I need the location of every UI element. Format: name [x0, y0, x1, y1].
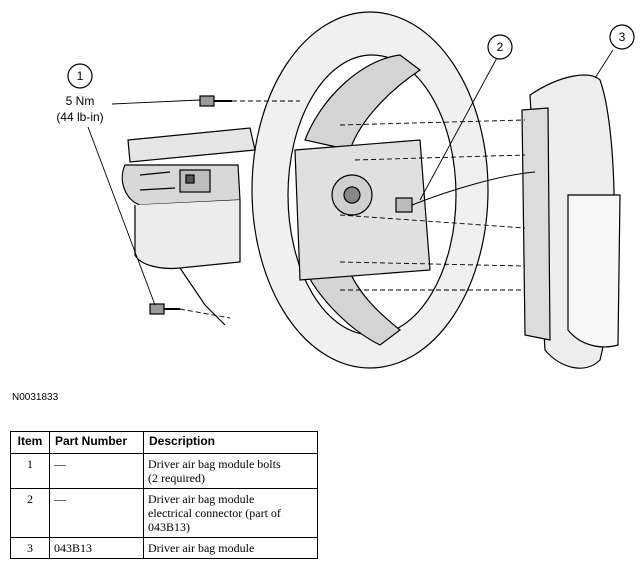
- torque-spec-lbin: (44 lb-in): [56, 110, 104, 124]
- steering-wheel: [251, 11, 489, 369]
- figure-id: N0031833: [12, 392, 59, 403]
- row-description: Driver air bag module bolts (2 required): [143, 453, 318, 489]
- header-item: Item: [10, 431, 50, 454]
- callout-circle-3: [609, 24, 635, 50]
- table-row: 3 043B13 Driver air bag module: [10, 537, 318, 559]
- description-line: electrical connector (part of: [148, 506, 281, 520]
- row-description: Driver air bag module: [143, 537, 318, 559]
- row-item: 2: [10, 488, 50, 538]
- description-line: (2 required): [148, 471, 205, 485]
- header-part-number: Part Number: [49, 431, 144, 454]
- steering-column: [121, 127, 256, 326]
- callout-number-2: 2: [496, 40, 504, 54]
- air-bag-module: [521, 74, 621, 369]
- parts-legend-table: Item Part Number Description 1 — Driver …: [10, 431, 318, 559]
- description-line: Driver air bag module: [148, 541, 255, 555]
- connector-wire: [411, 171, 536, 206]
- callout-number-1: 1: [76, 69, 84, 83]
- table-row: 1 — Driver air bag module bolts (2 requi…: [10, 453, 318, 489]
- upper-bolt: [199, 95, 232, 107]
- description-line: Driver air bag module: [148, 492, 255, 506]
- callout-circle-2: [487, 34, 513, 60]
- leader-lines: [87, 49, 614, 306]
- description-line: Driver air bag module bolts: [148, 457, 281, 471]
- description-line: 043B13): [148, 520, 190, 534]
- row-part-number: —: [49, 453, 144, 489]
- row-part-number: 043B13: [49, 537, 144, 559]
- row-item: 1: [10, 453, 50, 489]
- row-description: Driver air bag module electrical connect…: [143, 488, 318, 538]
- torque-spec-nm: 5 Nm: [65, 94, 95, 108]
- exploded-view-illustration: [67, 11, 635, 369]
- assembly-lines: [179, 100, 526, 319]
- lower-bolt: [149, 303, 180, 315]
- header-description: Description: [143, 431, 318, 454]
- row-item: 3: [10, 537, 50, 559]
- callout-circle-1: [67, 63, 93, 89]
- callout-number-3: 3: [618, 30, 626, 44]
- legend-header-row: Item Part Number Description: [10, 431, 318, 454]
- row-part-number: —: [49, 488, 144, 538]
- table-row: 2 — Driver air bag module electrical con…: [10, 488, 318, 538]
